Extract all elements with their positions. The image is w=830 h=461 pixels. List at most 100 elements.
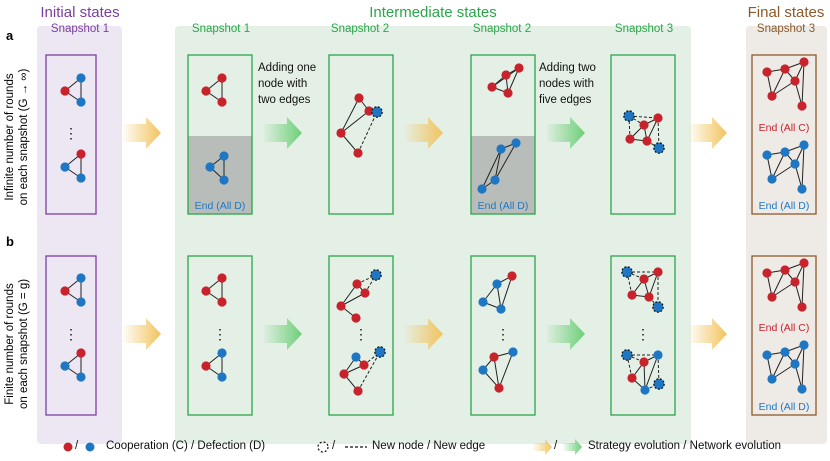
box-a-mid3 xyxy=(470,54,536,215)
legend-new-node-edge: New node / New edge xyxy=(372,440,486,452)
cooperator-node xyxy=(60,286,70,296)
defector-node xyxy=(492,279,502,289)
new-node-icon xyxy=(317,441,329,453)
end-all-c-label: End (All C) xyxy=(758,322,810,334)
cooperator-node xyxy=(639,274,649,284)
snapshot-label-mid-1: Snapshot 1 xyxy=(191,23,251,35)
cooperator-node xyxy=(653,113,663,123)
cooperator-node xyxy=(799,57,809,67)
cooperator-node xyxy=(76,348,86,358)
defector-node xyxy=(799,140,809,150)
network-evolution-arrow xyxy=(264,117,302,149)
defector-node xyxy=(790,159,800,169)
strategy-evolution-arrow xyxy=(405,318,443,350)
cooperator-node xyxy=(790,76,800,86)
cooperator-node xyxy=(767,292,777,302)
cooperator-node xyxy=(799,258,809,268)
end-all-d-label: End (All D) xyxy=(477,200,529,212)
note-add-two-nodes: Adding two nodes with five edges xyxy=(539,62,596,106)
defector-node xyxy=(478,365,488,375)
defector-node xyxy=(797,384,807,394)
defector-node xyxy=(767,174,777,184)
snapshot-label-mid-2a: Snapshot 2 xyxy=(330,23,390,35)
cooperator-node xyxy=(353,148,363,158)
new-node xyxy=(621,349,633,361)
defector-node xyxy=(60,361,70,371)
cooperator-node xyxy=(487,82,497,92)
new-node xyxy=(653,378,665,390)
end-all-d-label: End (All D) xyxy=(758,401,810,413)
box-a-mid2 xyxy=(328,54,394,215)
new-edge xyxy=(357,351,381,392)
cooperator-node xyxy=(762,268,772,278)
ellipsis: ⋮ xyxy=(64,125,78,141)
box-b-mid1 xyxy=(187,255,253,416)
intermediate-states-header: Intermediate states xyxy=(369,4,497,21)
network-edge xyxy=(801,61,805,107)
cooperator-node xyxy=(639,357,649,367)
cooperator-node xyxy=(354,93,364,103)
cooperator-node xyxy=(353,386,363,396)
cooperator-node xyxy=(625,134,635,144)
new-edge xyxy=(626,354,633,379)
network-edge xyxy=(340,110,370,134)
defector-node-icon xyxy=(85,442,95,452)
cooperator-node xyxy=(653,267,663,277)
intermediate-states-panel xyxy=(175,26,691,444)
box-a-final xyxy=(751,54,817,215)
ellipsis: ⋮ xyxy=(64,326,78,342)
ellipsis: ⋮ xyxy=(496,326,510,342)
defector-node xyxy=(762,350,772,360)
defector-node xyxy=(797,184,807,194)
strategy-evolution-arrow xyxy=(689,117,727,149)
network-edge xyxy=(340,97,360,134)
network-edge xyxy=(644,354,659,391)
defector-node xyxy=(511,138,521,148)
cooperator-node xyxy=(503,88,513,98)
cooperator-node xyxy=(489,352,499,362)
network-edge xyxy=(771,151,786,180)
strategy-evolution-arrow xyxy=(405,117,443,149)
cooperator-node xyxy=(201,286,211,296)
cooperator-node xyxy=(507,271,517,281)
cooperator-node xyxy=(364,106,374,116)
network-edge xyxy=(500,275,513,310)
network-edge xyxy=(494,148,502,181)
cooperator-node xyxy=(60,86,70,96)
defector-node xyxy=(496,144,506,154)
snapshot-label-final: Snapshot 3 xyxy=(756,23,816,35)
defector-node xyxy=(767,374,777,384)
cooperator-node xyxy=(336,301,346,311)
row-b-label: b xyxy=(6,234,14,249)
cooperator-node xyxy=(217,297,227,307)
end-all-d-label: End (All D) xyxy=(758,200,810,212)
cooperator-node xyxy=(501,70,511,80)
cooperator-node-icon xyxy=(63,442,73,452)
network-evolution-legend-arrow xyxy=(563,439,582,455)
box-a-mid1 xyxy=(187,54,253,215)
defector-node xyxy=(640,385,650,395)
box-b-mid4 xyxy=(610,255,676,416)
network-nodes xyxy=(60,57,809,396)
end-all-c-label: End (All C) xyxy=(758,122,810,134)
new-node xyxy=(374,346,386,358)
defector-node xyxy=(762,150,772,160)
cooperator-node xyxy=(627,290,637,300)
cooperator-node xyxy=(627,373,637,383)
defector-node xyxy=(799,340,809,350)
ellipsis: ⋮ xyxy=(213,326,227,342)
defector-node xyxy=(490,175,500,185)
cooperator-node xyxy=(514,63,524,73)
final-states-header: Final states xyxy=(747,4,825,21)
end-all-d-label: End (All D) xyxy=(194,200,246,212)
network-edge xyxy=(481,148,502,190)
end-shade-a1 xyxy=(188,136,252,214)
cooperator-node xyxy=(780,265,790,275)
defector-node xyxy=(508,347,518,357)
network-edge xyxy=(771,351,786,380)
cooperator-node xyxy=(360,288,370,298)
box-a-initial xyxy=(45,54,97,215)
cooperator-node xyxy=(351,313,361,323)
cooperator-node xyxy=(797,302,807,312)
defector-node xyxy=(219,151,229,161)
